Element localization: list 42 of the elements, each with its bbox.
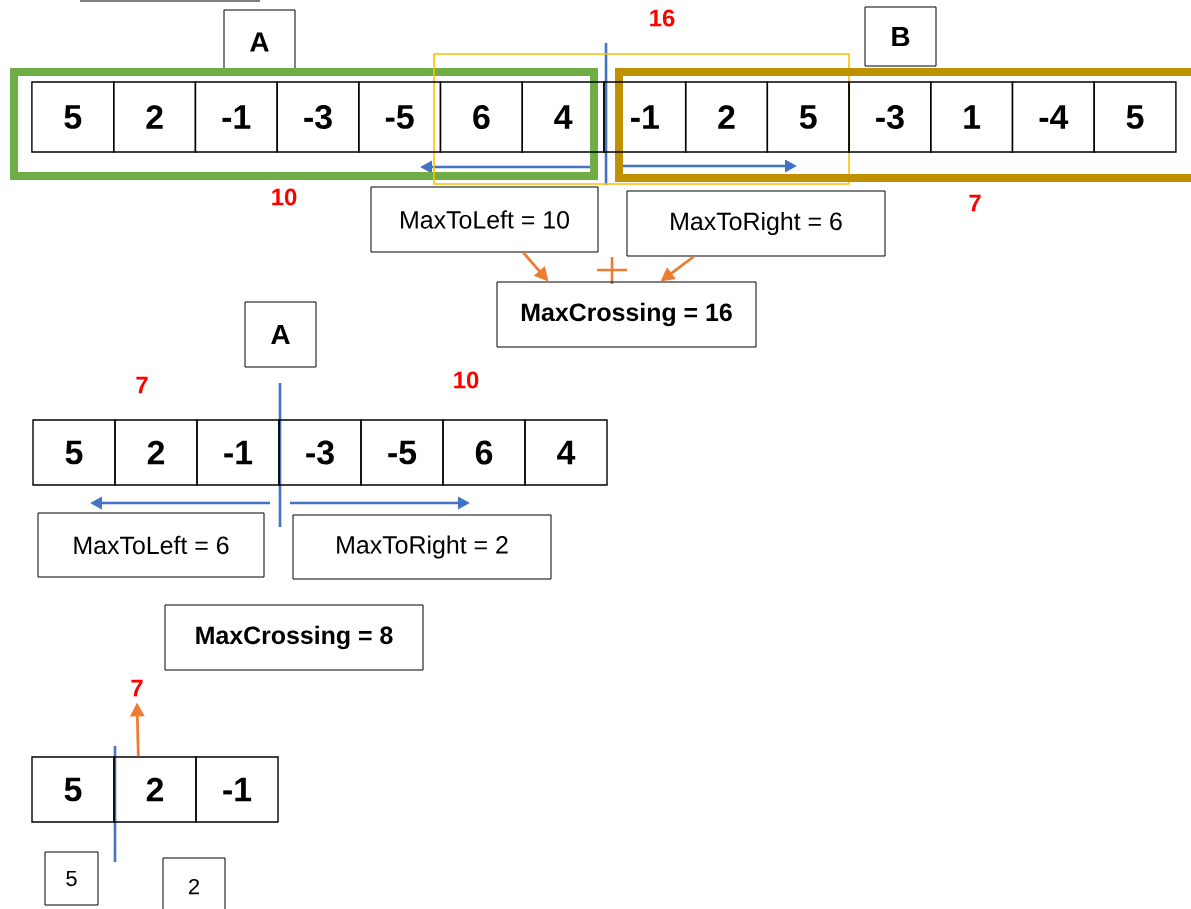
- label-box: A: [223, 9, 296, 75]
- group-frame: [10, 68, 598, 180]
- value-box: MaxToRight = 6: [626, 190, 886, 257]
- group-frame: [615, 68, 1191, 182]
- array-cell: 2: [113, 81, 197, 153]
- array-cell: -4: [1011, 81, 1095, 153]
- array-cell: 6: [442, 419, 526, 486]
- array-cell: 2: [113, 756, 197, 823]
- value-box: 5: [44, 851, 99, 906]
- array-cell: 4: [524, 419, 608, 486]
- array-cell: -3: [848, 81, 932, 153]
- value-box: MaxToLeft = 10: [370, 186, 599, 253]
- sum-value: 10: [272, 188, 297, 206]
- array-cell: -3: [278, 419, 362, 486]
- array-cell: -1: [196, 419, 280, 486]
- sum-value: 16: [650, 9, 675, 27]
- array-cell: -5: [358, 81, 442, 153]
- array-cell: -3: [276, 81, 360, 153]
- value-box: MaxToLeft = 6: [37, 512, 265, 578]
- array-cell: 1: [930, 81, 1014, 153]
- array-cell: 5: [31, 81, 115, 153]
- array-cell: 5: [31, 756, 115, 823]
- value-box: MaxToRight = 2: [292, 514, 552, 580]
- array-cell: -1: [194, 81, 278, 153]
- sum-value: 7: [969, 194, 981, 212]
- sum-value: 7: [131, 679, 143, 697]
- array-cell: 6: [439, 81, 523, 153]
- group-frame: [433, 53, 850, 185]
- array-cell: 5: [1093, 81, 1177, 153]
- label-box: B: [864, 6, 937, 67]
- result-box: MaxCrossing = 8: [164, 604, 424, 671]
- sum-value: 10: [454, 371, 479, 389]
- array-cell: 2: [114, 419, 198, 486]
- array-cell: -5: [360, 419, 444, 486]
- array-cell: -1: [195, 756, 279, 823]
- result-box: MaxCrossing = 16: [496, 281, 757, 348]
- label-box: A: [244, 301, 317, 368]
- array-cell: 2: [684, 81, 769, 153]
- array-cell: 5: [32, 419, 116, 486]
- array-cell: 5: [766, 81, 850, 153]
- value-box: 2: [162, 857, 226, 909]
- sum-value: 7: [136, 376, 148, 394]
